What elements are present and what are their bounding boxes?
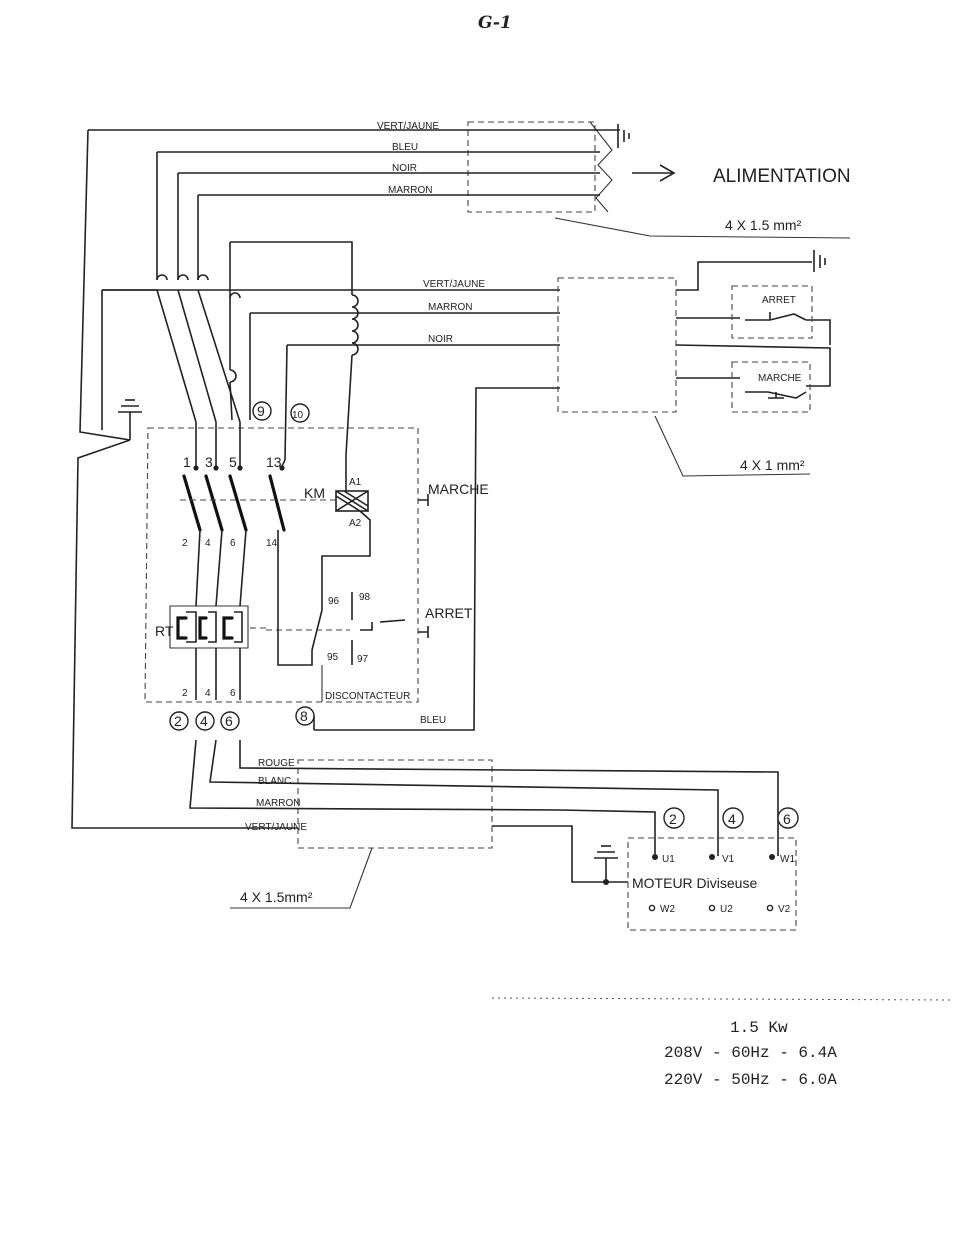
main-wiring [71, 129, 560, 829]
control-cable-section: 4 X 1 mm² [740, 457, 805, 473]
motor-wire-brown: MARRON [256, 798, 300, 809]
earth-icon [813, 250, 826, 272]
thermal-relay-rt: RT 2 4 6 [155, 529, 270, 700]
relay-terminal-4: 4 [205, 688, 211, 699]
relay-terminal-2: 2 [182, 688, 188, 699]
spec-power: 1.5 Kw [730, 1019, 788, 1037]
control-wire-brown: MARRON [428, 302, 472, 313]
marker-2: 2 [174, 713, 182, 729]
aux-terminal-95: 95 [327, 652, 339, 663]
km-terminal-13: 13 [266, 454, 282, 470]
km-terminal-5: 5 [229, 454, 237, 470]
control-cable: VERT/JAUNE MARRON NOIR 4 X 1 mm² ARRET M… [423, 250, 831, 477]
start-button-label: MARCHE [758, 373, 802, 384]
motor-terminal-v2: V2 [778, 904, 791, 915]
motor-wire-green-yellow: VERT/JAUNE [245, 822, 307, 833]
supply-title: ALIMENTATION [713, 166, 851, 187]
supply-wire-blue: BLEU [392, 142, 418, 153]
km-marche-label: MARCHE [428, 481, 489, 497]
aux-terminal-96: 96 [328, 596, 340, 607]
arrow-right-icon [632, 164, 676, 182]
specs: 1.5 Kw 208V - 60Hz - 6.4A 220V - 50Hz - … [664, 1019, 837, 1089]
motor-terminal-w2: W2 [660, 904, 675, 915]
motor-marker-6: 6 [783, 811, 791, 827]
stop-button: ARRET [731, 285, 813, 339]
motor-wire-red: ROUGE [258, 758, 295, 769]
km-terminal-6: 6 [230, 538, 236, 549]
motor-marker-4: 4 [728, 811, 736, 827]
motor-cable: ROUGE BLANC MARRON VERT/JAUNE 4 X 1.5mm² [189, 739, 779, 909]
km-terminal-4: 4 [205, 538, 211, 549]
supply-cable-section: 4 X 1.5 mm² [725, 217, 802, 233]
km-arret-label: ARRET [425, 605, 473, 621]
marker-6: 6 [225, 713, 233, 729]
motor-wire-white: BLANC [258, 776, 291, 787]
motor-terminal-v1: V1 [722, 854, 735, 865]
aux-terminal-98: 98 [359, 592, 371, 603]
km-terminal-1: 1 [183, 454, 191, 470]
spec-line-220v: 220V - 50Hz - 6.0A [664, 1071, 837, 1089]
motor-terminal-u2: U2 [720, 904, 733, 915]
km-terminal-14: 14 [266, 538, 278, 549]
marker-9: 9 [257, 403, 265, 419]
relay-terminal-6: 6 [230, 688, 236, 699]
supply-wire-black: NOIR [392, 163, 417, 174]
control-wire-green-yellow: VERT/JAUNE [423, 279, 485, 290]
motor-terminal-u1: U1 [662, 854, 675, 865]
circled-markers: 9 10 8 2 4 6 [169, 401, 315, 731]
earth-icon [594, 845, 618, 882]
marker-4: 4 [200, 713, 208, 729]
marker-10: 10 [292, 410, 304, 421]
bleu-label: BLEU [420, 715, 446, 726]
start-button: MARCHE [731, 361, 811, 413]
marker-8: 8 [300, 708, 308, 724]
coil-terminal-a1: A1 [349, 477, 362, 488]
motor: 2 4 6 U1 V1 W1 MOTEUR Diviseuse W2 U2 V2 [594, 807, 799, 931]
spec-line-208v: 208V - 60Hz - 6.4A [664, 1044, 837, 1062]
km-label: KM [304, 485, 325, 501]
stop-button-label: ARRET [762, 295, 796, 306]
aux-terminal-97: 97 [357, 654, 369, 665]
relay-label: RT [155, 623, 174, 639]
supply-cable: VERT/JAUNE BLEU NOIR MARRON ALIMENTATION… [88, 121, 851, 239]
supply-wire-green-yellow: VERT/JAUNE [377, 121, 439, 132]
motor-cable-section: 4 X 1.5mm² [240, 889, 313, 905]
earth-icon [118, 399, 142, 440]
supply-wire-brown: MARRON [388, 185, 432, 196]
bleu-return: BLEU [313, 387, 560, 731]
km-terminal-3: 3 [205, 454, 213, 470]
contactor-km: 1 3 5 13 KM 2 4 6 14 A1 A2 MARCHE ARRET [144, 422, 489, 703]
coil-icon [335, 490, 369, 512]
km-terminal-2: 2 [182, 538, 188, 549]
page-label: G-1 [478, 13, 512, 33]
coil-terminal-a2: A2 [349, 518, 362, 529]
motor-title: MOTEUR Diviseuse [632, 875, 757, 891]
contactor-box-label: DISCONTACTEUR [325, 691, 410, 702]
motor-terminal-w1: W1 [780, 854, 795, 865]
motor-marker-2: 2 [669, 811, 677, 827]
control-wire-black: NOIR [428, 334, 453, 345]
separator-line [491, 997, 954, 1001]
earth-icon [617, 124, 630, 148]
